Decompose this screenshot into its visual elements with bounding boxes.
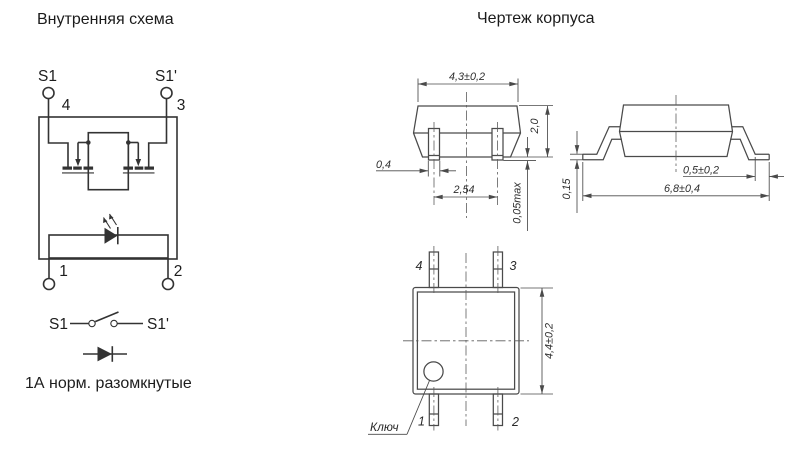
led-input-circuit [48, 213, 169, 279]
terminal-4-circle [42, 86, 55, 100]
dim-standoff-text: 0,05max [512, 182, 524, 224]
terminal-s1p-label: S1' [155, 68, 177, 85]
lead-pin3 [147, 98, 168, 167]
dim-body-width-text: 4,3±0,2 [449, 71, 485, 83]
terminal-3-circle [160, 86, 173, 100]
package-outline [38, 116, 178, 260]
mosfet-right [122, 140, 155, 174]
dim-lead-span-text: 6,8±0,4 [664, 183, 700, 195]
switch-s1-label: S1 [49, 316, 68, 333]
pin2-label: 2 [174, 263, 183, 280]
terminal-s1-label: S1 [38, 68, 57, 85]
dim-lead-width-text: 0,4 [376, 159, 391, 171]
contact-type-note: 1А норм. разомкнутые [25, 375, 192, 392]
dim-body-size-text: 4,4±0,2 [544, 323, 556, 359]
bv-pin2-label: 2 [511, 415, 519, 429]
led-emission-arrows [103, 213, 117, 229]
bv-pin3-label: 3 [510, 259, 517, 273]
internal-schematic: S1 S1' 4 3 1 2 S1 S1' 1А норм. разомкнут… [25, 68, 192, 392]
dim-lead-width: 0,4 [376, 159, 456, 177]
package-title: Чертеж корпуса [477, 10, 595, 27]
key-label: Ключ [370, 420, 399, 434]
package-front-view: 4,3±0,2 2,0 0,4 2,54 0,05max [376, 71, 553, 231]
dim-lead-pitch-text: 2,54 [452, 184, 474, 196]
bv-pin1-label: 1 [418, 415, 425, 429]
switch-symbol [70, 311, 143, 328]
dim-lead-thickness: 0,15 [561, 131, 583, 213]
dim-lead-thickness-text: 0,15 [561, 177, 573, 199]
bv-pin4-label: 4 [416, 259, 423, 273]
package-side-view: 0,5±0,2 6,8±0,4 0,15 [561, 95, 784, 213]
schematic-title: Внутренняя схема [37, 11, 174, 28]
pin1-label: 1 [59, 263, 68, 280]
side-body-outline [618, 104, 734, 158]
photodiode-stack-box [87, 131, 130, 191]
dim-lead-pitch: 2,54 [434, 184, 498, 200]
switch-s1p-label: S1' [147, 316, 169, 333]
diode-symbol [83, 346, 127, 362]
pin3-label: 3 [177, 97, 186, 114]
dim-body-height-text: 2,0 [529, 118, 541, 134]
dim-foot-length-text: 0,5±0,2 [683, 165, 719, 177]
package-bottom-view: Ключ 4 3 1 2 4,4±0,2 [368, 246, 556, 435]
terminal-2-circle [161, 277, 175, 291]
dim-body-width: 4,3±0,2 [417, 71, 519, 102]
dim-foot-length: 0,5±0,2 [683, 157, 784, 181]
mosfet-left [62, 140, 94, 174]
dim-body-size: 4,4±0,2 [520, 287, 556, 395]
terminal-1-circle [42, 277, 56, 291]
dim-standoff: 0,05max [503, 137, 536, 231]
key-leader-line [406, 380, 430, 435]
side-lead-left [582, 126, 622, 161]
dim-body-height: 2,0 [511, 105, 553, 158]
dim-lead-span: 6,8±0,4 [582, 162, 770, 201]
pin4-label: 4 [62, 97, 71, 114]
lead-pin4 [47, 98, 69, 167]
key-mark-circle [423, 361, 444, 382]
side-lead-right [730, 126, 770, 161]
